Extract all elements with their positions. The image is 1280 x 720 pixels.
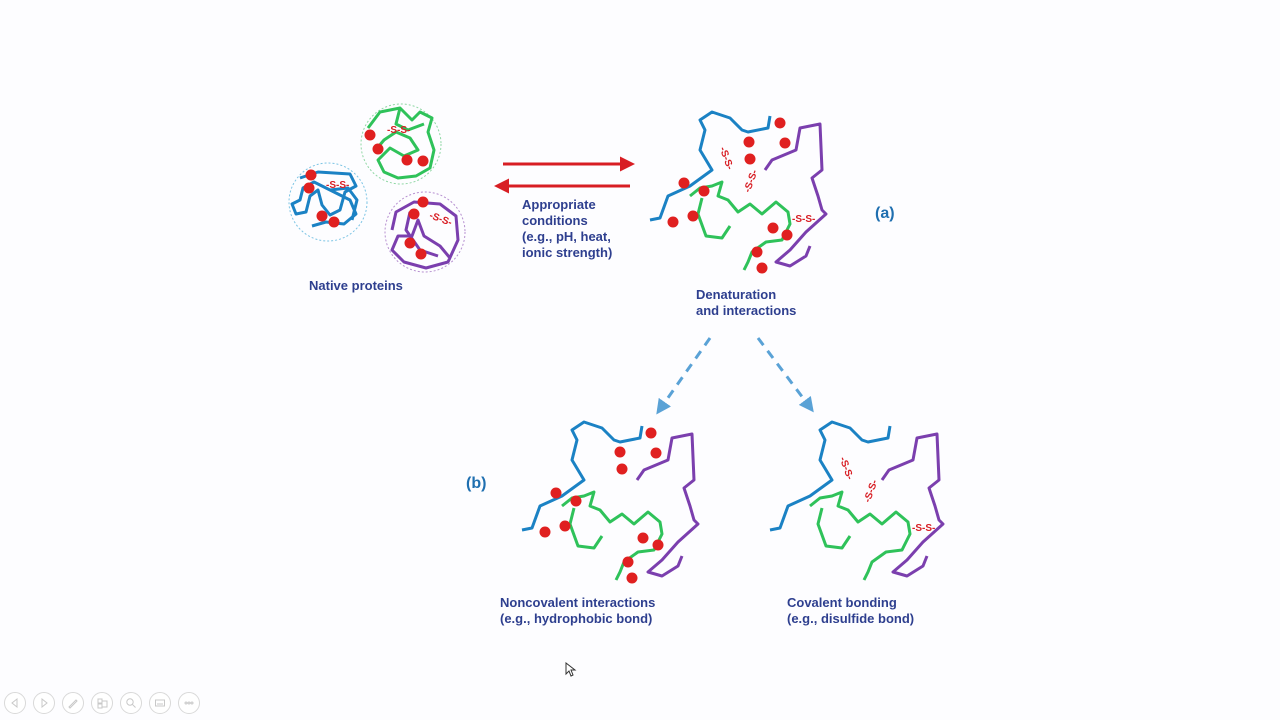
- arrow-left-icon: [11, 698, 18, 708]
- pen-button[interactable]: [62, 692, 84, 714]
- panel-a-label: (a): [875, 205, 895, 222]
- svg-text:-S-S-: -S-S-: [387, 125, 410, 136]
- denatured-aggregate: -S-S- -S-S- -S-S-: [649, 110, 828, 274]
- svg-text:-S-S-: -S-S-: [326, 180, 349, 191]
- next-slide-button[interactable]: [33, 692, 55, 714]
- magnifier-icon: [126, 698, 136, 708]
- conditions-label: Appropriate conditions (e.g., pH, heat, …: [522, 197, 613, 260]
- subtitles-icon: [155, 699, 165, 707]
- dashed-arrow-left: [656, 337, 712, 415]
- previous-slide-button[interactable]: [4, 692, 26, 714]
- svg-text:-S-S-: -S-S-: [837, 456, 855, 482]
- native-protein-blue: -S-S-: [288, 162, 368, 242]
- more-options-button[interactable]: [178, 692, 200, 714]
- denaturation-label: Denaturation and interactions: [696, 287, 797, 318]
- native-protein-purple: -S-S-: [384, 191, 466, 273]
- native-protein-green: -S-S-: [360, 103, 442, 185]
- slides-view-button[interactable]: [91, 692, 113, 714]
- more-dots-icon: [184, 701, 194, 705]
- native-proteins-label: Native proteins: [309, 278, 403, 293]
- pen-icon: [68, 699, 78, 709]
- noncovalent-label: Noncovalent interactions (e.g., hydropho…: [500, 595, 656, 626]
- svg-text:-S-S-: -S-S-: [717, 146, 735, 172]
- arrow-right-icon: [41, 698, 48, 708]
- covalent-aggregate: -S-S- -S-S- -S-S-: [769, 420, 945, 581]
- svg-text:-S-S-: -S-S-: [862, 478, 880, 504]
- svg-text:-S-S-: -S-S-: [792, 214, 815, 225]
- subtitles-button[interactable]: [149, 692, 171, 714]
- zoom-button[interactable]: [120, 692, 142, 714]
- svg-text:-S-S-: -S-S-: [912, 523, 935, 534]
- mouse-pointer-icon: [565, 662, 577, 677]
- svg-text:-S-S-: -S-S-: [428, 210, 454, 228]
- dashed-arrow-right: [756, 337, 814, 413]
- slideshow-toolbar: [4, 692, 200, 714]
- svg-text:-S-S-: -S-S-: [742, 168, 760, 194]
- panel-b-label: (b): [466, 475, 487, 492]
- covalent-label: Covalent bonding (e.g., disulfide bond): [787, 595, 915, 626]
- noncovalent-aggregate: [521, 420, 700, 584]
- grid-icon: [97, 698, 108, 709]
